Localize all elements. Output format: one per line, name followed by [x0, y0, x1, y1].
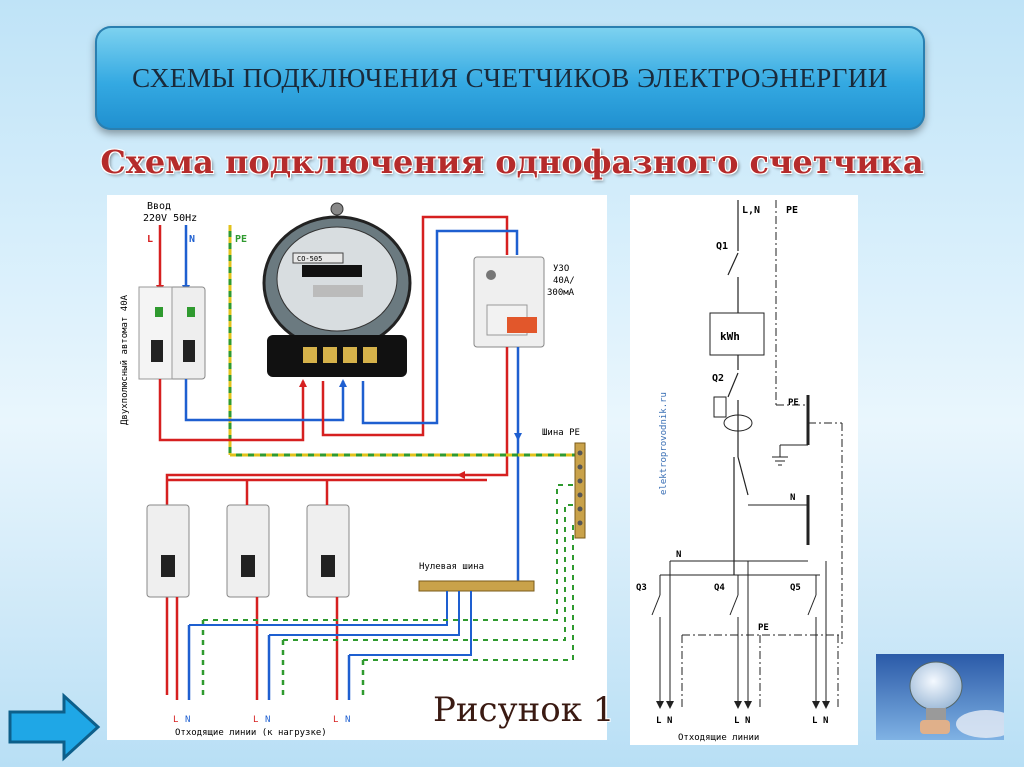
wire-n-ret-1	[189, 591, 448, 626]
rcd-label-2: 40А/	[553, 276, 575, 286]
neutral-bus	[418, 580, 535, 592]
rcd-label-3: 300мА	[547, 288, 575, 298]
top-ln-label: L,N	[742, 205, 760, 216]
q2-switch	[727, 372, 739, 398]
top-pe-label: PE	[786, 205, 798, 216]
wiring-diagram: Ввод 220V 50Hz L N PE Двухполюсный автом…	[107, 195, 607, 740]
arrow-n-meter	[339, 379, 347, 387]
out-n-label-3: N	[345, 715, 350, 725]
figure-caption: Рисунок 1	[433, 690, 615, 730]
wire-n-to-meter	[184, 379, 345, 422]
pe-bus-label: Шина PE	[542, 428, 580, 438]
breaker-label: Двухполюсный автомат 40А	[120, 294, 130, 425]
arrow-o2-n	[744, 701, 752, 709]
arrow-l-meter	[299, 379, 307, 387]
q1-label: Q1	[716, 241, 728, 252]
line-n-label: N	[189, 234, 195, 245]
meter-model: СО-505	[297, 255, 322, 263]
light-bulb-icon	[876, 654, 1004, 740]
q3-label: Q3	[636, 583, 647, 593]
light-bulb-photo	[876, 654, 1004, 740]
slide-title: СХЕМЫ ПОДКЛЮЧЕНИЯ СЧЕТЧИКОВ ЭЛЕКТРОЭНЕРГ…	[132, 62, 888, 93]
q1-switch	[727, 252, 739, 276]
group-breaker-3	[306, 504, 350, 598]
arrow-l-rcd	[457, 471, 465, 479]
out-l-label-3: L	[333, 715, 338, 725]
watermark: elektroprovodnik.ru	[659, 392, 669, 495]
wire-l-to-rcd	[321, 215, 509, 437]
q4-label: Q4	[714, 583, 725, 593]
group-breaker-2	[226, 504, 270, 598]
meter-kwh-label: kWh	[720, 330, 740, 343]
out-l-r1: L	[656, 716, 662, 726]
out-n-label-1: N	[185, 715, 190, 725]
out-l-r2: L	[734, 716, 740, 726]
single-line-diagram: L,N PE Q1 kWh Q2 PE N N Q3 Q4 Q5 PE	[630, 195, 858, 745]
right-arrow-icon	[8, 692, 101, 762]
q5-switch	[807, 594, 817, 616]
n-label-2: N	[676, 550, 681, 560]
line-pe-label: PE	[235, 234, 247, 245]
n-bus-label: N	[790, 493, 795, 503]
q3-switch	[651, 594, 661, 616]
wire-pe-ret-2	[283, 504, 575, 641]
input-spec: 220V 50Hz	[143, 213, 197, 224]
out-n-r2: N	[745, 716, 750, 726]
wire-n-to-rcd	[361, 229, 519, 425]
pe-bus	[574, 442, 586, 539]
outputs-label: Отходящие линии (к нагрузке)	[175, 728, 327, 738]
out-n-r3: N	[823, 716, 828, 726]
q2-label: Q2	[712, 373, 724, 384]
wire-pe-ret-1	[203, 484, 575, 621]
arrow-o2-l	[734, 701, 742, 709]
group-breaker-1	[146, 504, 190, 598]
q4-switch	[729, 594, 739, 616]
neutral-bus-label: Нулевая шина	[419, 562, 484, 572]
input-label: Ввод	[147, 201, 171, 212]
arrow-o3-l	[812, 701, 820, 709]
wire-l-to-meter	[158, 379, 305, 442]
pe-bus-label-r: PE	[788, 398, 799, 408]
meter-box	[709, 312, 765, 356]
arrow-o1-l	[656, 701, 664, 709]
title-banner: СХЕМЫ ПОДКЛЮЧЕНИЯ СЧЕТЧИКОВ ЭЛЕКТРОЭНЕРГ…	[95, 26, 925, 130]
out-l-label-1: L	[173, 715, 178, 725]
wire-n-ret-3	[349, 591, 472, 656]
rcd-label-1: УЗО	[553, 264, 569, 274]
out-l-r3: L	[812, 716, 818, 726]
out-l-label-2: L	[253, 715, 258, 725]
pe-label-2: PE	[758, 623, 769, 633]
out-n-label-2: N	[265, 715, 270, 725]
outputs-label-r: Отходящие линии	[678, 733, 759, 743]
electricity-meter: СО-505	[262, 202, 412, 377]
arrow-o3-n	[822, 701, 830, 709]
wire-n-ret-2	[269, 591, 460, 636]
arrow-n-rcd	[514, 433, 522, 441]
q2-coil	[713, 396, 727, 418]
wire-pe-ret-3	[363, 525, 574, 661]
next-slide-button[interactable]	[6, 692, 102, 762]
arrow-o1-n	[666, 701, 674, 709]
q5-label: Q5	[790, 583, 801, 593]
main-breaker	[138, 286, 206, 380]
main-branch-l	[737, 456, 749, 496]
rcd-device	[473, 256, 545, 348]
line-l-label: L	[147, 234, 153, 245]
slide-subtitle: Схема подключения однофазного счетчика	[100, 143, 924, 181]
out-n-r1: N	[667, 716, 672, 726]
